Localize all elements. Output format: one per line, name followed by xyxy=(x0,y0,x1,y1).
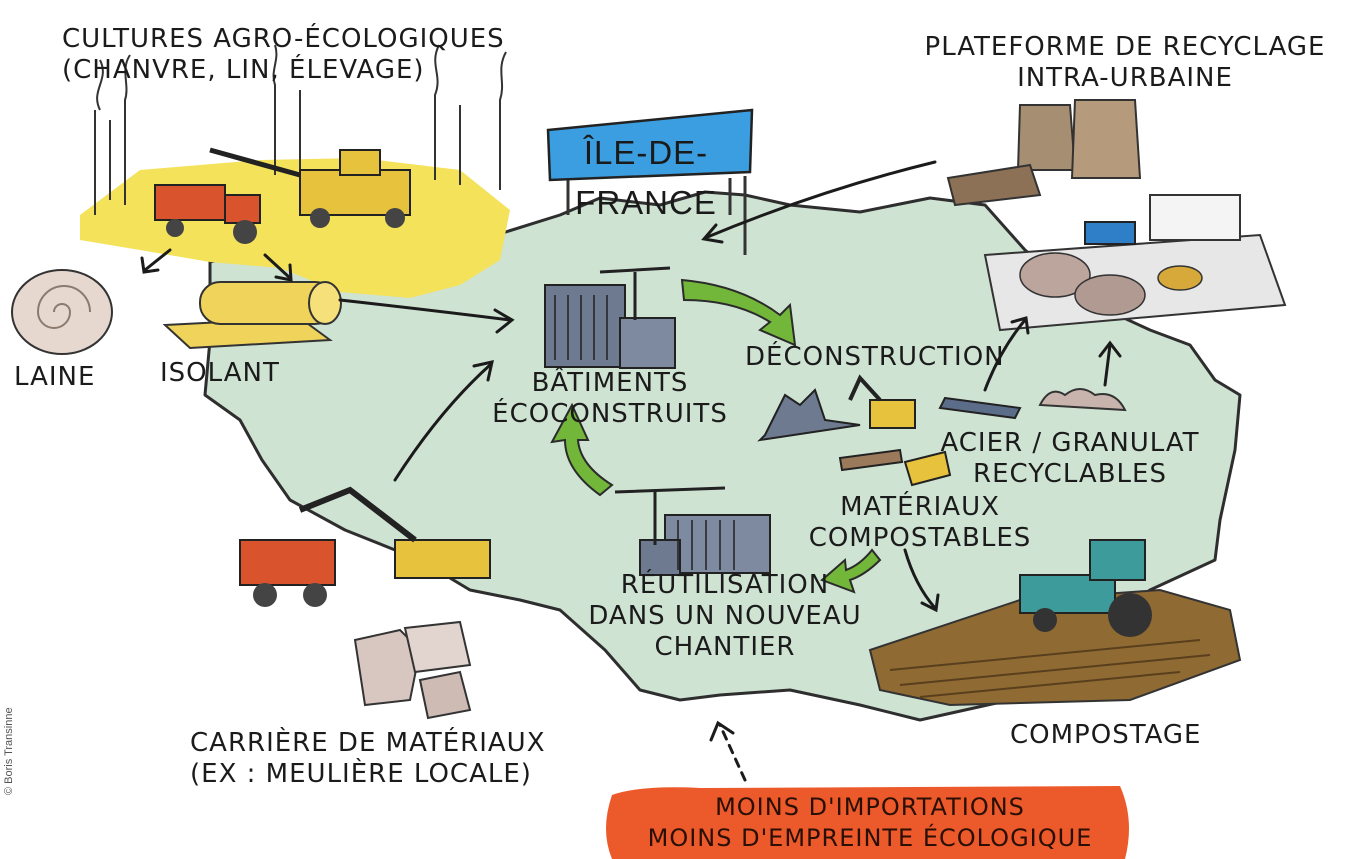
label-eco-buildings: BÂTIMENTS ÉCOCONSTRUITS xyxy=(492,368,728,429)
demolition-excavator-icon xyxy=(757,374,916,442)
label-deconstruction: DÉCONSTRUCTION xyxy=(745,342,1005,372)
label-reuse: RÉUTILISATION DANS UN NOUVEAU CHANTIER xyxy=(588,570,862,662)
wood-planks-icon xyxy=(838,448,952,487)
arrow-field-to-insulation xyxy=(263,253,292,280)
label-quarry: CARRIÈRE DE MATÉRIAUX (EX : MEULIÈRE LOC… xyxy=(190,728,546,789)
wool-roll-icon xyxy=(11,269,113,355)
footer-message: MOINS D'IMPORTATIONS MOINS D'EMPREINTE É… xyxy=(647,793,1093,852)
label-insulation: ISOLANT xyxy=(160,358,280,388)
arrow-footer-to-region xyxy=(718,723,747,782)
flow-arrows xyxy=(140,160,1122,782)
arrow-field-to-wool xyxy=(143,248,172,272)
granulate-pile-icon xyxy=(1038,388,1127,412)
green-arrows xyxy=(550,278,882,594)
quarry-excavator-icon xyxy=(298,486,491,579)
harvester-icon xyxy=(209,147,411,228)
tractor-spreader-icon xyxy=(1019,539,1152,637)
arrow-granulate-to-platform xyxy=(1103,343,1112,387)
region-sign xyxy=(546,108,754,255)
arrow-crops-to-buildings xyxy=(338,298,512,322)
green-arrow-compostable-to-reuse xyxy=(820,548,882,594)
label-recycling-platform: PLATEFORME DE RECYCLAGE INTRA-URBAINE xyxy=(924,32,1326,93)
label-agro-crops: CULTURES AGRO-ÉCOLOGIQUES (CHANVRE, LIN,… xyxy=(62,24,505,85)
photo-credit: © Boris Transinne xyxy=(3,707,15,795)
recycling-platform-icon xyxy=(946,99,1287,332)
eco-buildings-icon xyxy=(544,266,676,369)
dump-truck-icon xyxy=(239,539,336,607)
stone-blocks-icon xyxy=(353,620,472,720)
trees-icon xyxy=(94,44,507,215)
green-arrow-reuse-to-buildings xyxy=(550,402,614,497)
arrow-steel-to-platform xyxy=(983,318,1027,392)
arrow-compostable-to-composting xyxy=(903,548,937,610)
green-arrow-to-deconstruction xyxy=(680,278,797,347)
label-compostable-materials: MATÉRIAUX COMPOSTABLES xyxy=(808,492,1032,553)
label-composting: COMPOSTAGE xyxy=(1010,720,1202,750)
label-wool: LAINE xyxy=(14,362,96,392)
region-sign-label: ÎLE-DE-FRANCE xyxy=(575,134,717,221)
tractor-trailer-icon xyxy=(154,184,261,244)
insulation-roll-icon xyxy=(162,281,342,350)
footer-banner xyxy=(606,786,1129,859)
arrow-quarry-to-buildings xyxy=(393,363,492,482)
steel-beams-icon xyxy=(938,396,1022,420)
label-steel-granulate: ACIER / GRANULAT RECYCLABLES xyxy=(940,428,1200,489)
reuse-building-icon xyxy=(614,486,771,576)
arrow-recycling-to-region xyxy=(703,160,937,240)
